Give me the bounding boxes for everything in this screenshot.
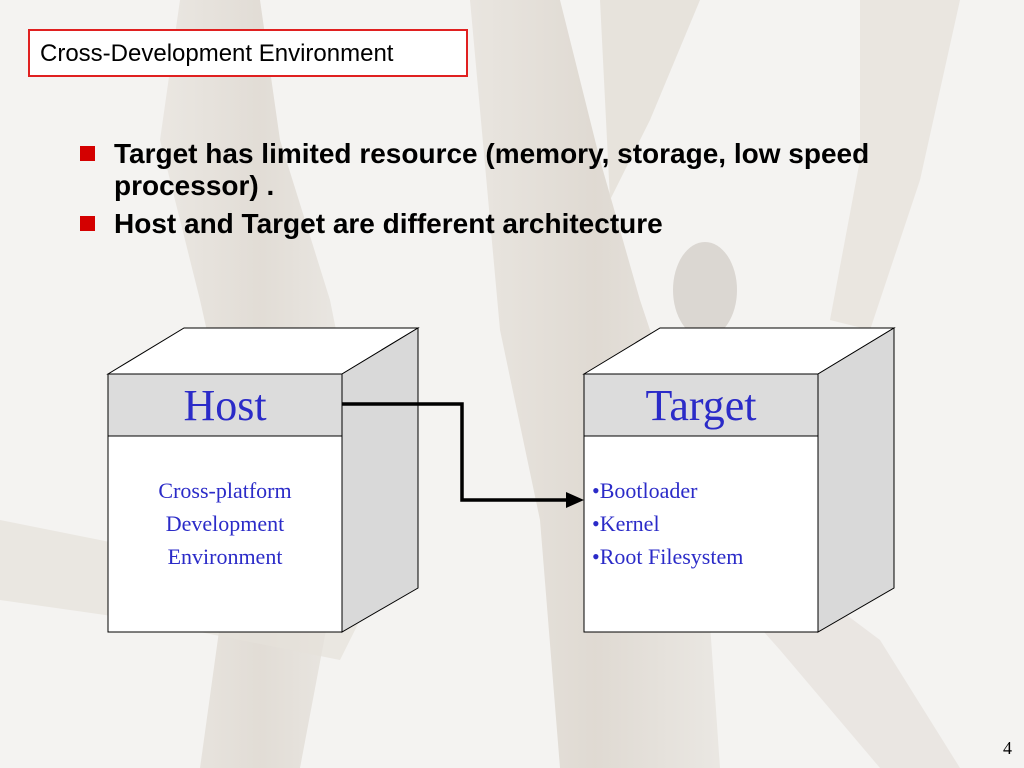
host-description-line: Development xyxy=(165,511,285,536)
square-bullet-icon xyxy=(80,146,95,161)
host-description: Cross-platform Development Environment xyxy=(108,474,342,573)
host-label-band xyxy=(107,373,343,437)
bullet-item: Target has limited resource (memory, sto… xyxy=(80,138,980,202)
bullet-item: Host and Target are different architectu… xyxy=(80,208,980,240)
square-bullet-icon xyxy=(80,216,95,231)
host-description-line: Cross-platform xyxy=(158,478,292,503)
host-box-side-face xyxy=(341,327,419,633)
target-label-band xyxy=(583,373,819,437)
host-box xyxy=(106,327,420,633)
bullet-list: Target has limited resource (memory, sto… xyxy=(80,138,980,246)
target-component-list: •Bootloader •Kernel •Root Filesystem xyxy=(592,474,818,573)
slide-title: Cross-Development Environment xyxy=(40,40,394,67)
slide-title-box: Cross-Development Environment xyxy=(28,29,468,77)
page-number: 4 xyxy=(1003,738,1012,758)
target-component-item: •Kernel xyxy=(592,511,660,536)
target-component-item: •Root Filesystem xyxy=(592,544,744,569)
bullet-text: Target has limited resource (memory, sto… xyxy=(114,138,870,201)
target-component-item: •Bootloader xyxy=(592,478,698,503)
bullet-text: Host and Target are different architectu… xyxy=(114,208,663,239)
host-to-target-arrow xyxy=(342,402,584,508)
target-label: Target xyxy=(645,381,757,430)
host-description-line: Environment xyxy=(167,544,283,569)
target-box xyxy=(582,327,896,633)
host-label: Host xyxy=(183,381,267,430)
target-box-side-face xyxy=(817,327,895,633)
